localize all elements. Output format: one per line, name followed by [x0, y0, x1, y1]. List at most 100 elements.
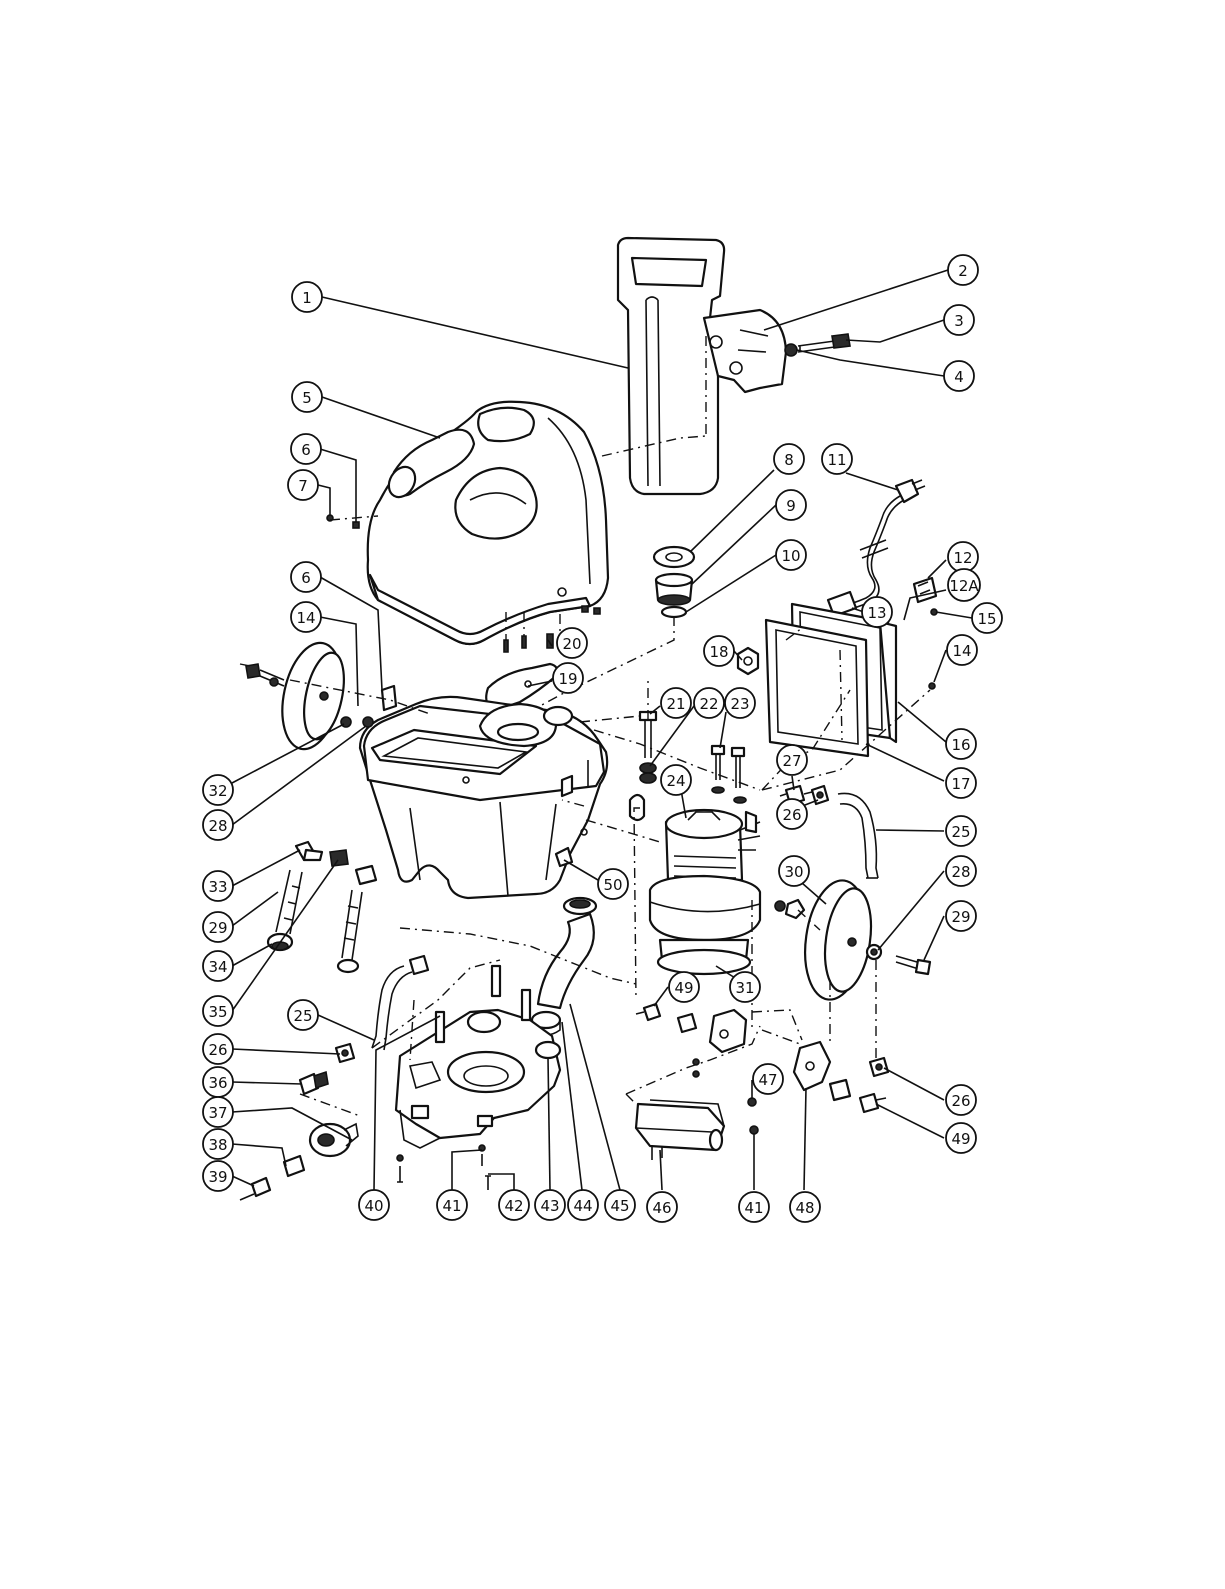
callout-number: 19 [558, 670, 577, 688]
callout-number: 3 [954, 312, 964, 330]
callout-number: 17 [951, 775, 970, 793]
part-recovery-tank [360, 697, 607, 898]
part-screws-41-42 [397, 1145, 491, 1190]
callout-number: 35 [208, 1003, 227, 1021]
callout-number: 46 [652, 1199, 671, 1217]
part-washer-22 [640, 763, 656, 783]
callout-number: 20 [562, 635, 581, 653]
callout-7: 7 [288, 470, 318, 500]
callout-number: 38 [208, 1136, 227, 1154]
part-fitting-49a [636, 1004, 660, 1020]
callout-19: 19 [553, 663, 583, 693]
callout-number: 1 [302, 289, 312, 307]
callout-31: 31 [730, 972, 760, 1002]
callout-number: 21 [666, 695, 685, 713]
part-hose-25b [372, 956, 428, 1050]
callout-number: 26 [782, 806, 801, 824]
part-clip-6b [382, 686, 396, 710]
callout-number: 50 [603, 876, 622, 894]
callout-37: 37 [203, 1097, 233, 1127]
callout-number: 8 [784, 451, 794, 469]
callout-10: 10 [776, 540, 806, 570]
callout-13: 13 [862, 597, 892, 627]
callout-44: 44 [568, 1190, 598, 1220]
callout-16: 16 [946, 729, 976, 759]
part-elbow-33 [296, 842, 322, 860]
callout-number: 6 [301, 569, 311, 587]
callout-25: 25 [288, 1000, 318, 1030]
part-axle-bolt-left [246, 664, 284, 686]
callout-22: 22 [694, 688, 724, 718]
part-nipple-36 [300, 1072, 328, 1094]
callout-5: 5 [292, 382, 322, 412]
callout-1: 1 [292, 282, 322, 312]
callout-number: 37 [208, 1104, 227, 1122]
callout-number: 12 [953, 549, 972, 567]
callout-30: 30 [779, 856, 809, 886]
part-fitting-49a-nut [678, 1014, 696, 1032]
callout-number: 13 [867, 604, 886, 622]
part-nut-47 [748, 1098, 756, 1106]
callout-12: 12 [948, 542, 978, 572]
callout-number: 22 [699, 695, 718, 713]
callout-28: 28 [946, 856, 976, 886]
part-wheel-right [798, 876, 877, 1003]
part-panel-gasket [766, 620, 868, 756]
callout-number: 45 [610, 1197, 629, 1215]
callout-number: 12A [949, 577, 979, 595]
part-switch [914, 578, 936, 602]
callout-number: 25 [293, 1007, 312, 1025]
part-hose-29 [276, 870, 302, 934]
callout-number: 48 [795, 1199, 814, 1217]
callout-49: 49 [946, 1123, 976, 1153]
callout-4: 4 [944, 361, 974, 391]
callout-number: 2 [958, 262, 968, 280]
callout-number: 18 [709, 643, 728, 661]
callout-number: 29 [951, 908, 970, 926]
callout-29: 29 [946, 901, 976, 931]
callout-number: 34 [208, 958, 227, 976]
part-connector-35 [330, 850, 348, 866]
part-fitting-26b [336, 1044, 354, 1062]
callout-38: 38 [203, 1129, 233, 1159]
callout-number: 24 [666, 772, 685, 790]
callout-number: 40 [364, 1197, 383, 1215]
callout-number: 14 [952, 642, 971, 660]
part-fitting-26c [870, 1058, 888, 1076]
callout-number: 10 [781, 547, 800, 565]
callout-29: 29 [203, 912, 233, 942]
callout-34: 34 [203, 951, 233, 981]
callout-15: 15 [972, 603, 1002, 633]
callout-number: 26 [951, 1092, 970, 1110]
callout-27: 27 [777, 745, 807, 775]
callout-21: 21 [661, 688, 691, 718]
callout-18: 18 [704, 636, 734, 666]
part-screw-14b [929, 683, 935, 689]
callout-number: 28 [208, 817, 227, 835]
callout-number: 5 [302, 389, 312, 407]
callout-number: 16 [951, 736, 970, 754]
callout-26: 26 [203, 1034, 233, 1064]
callout-number: 49 [951, 1130, 970, 1148]
part-intake-hose-45 [538, 898, 596, 1008]
callout-number: 11 [827, 451, 846, 469]
part-handle-washer [785, 344, 797, 356]
callout-number: 14 [296, 609, 315, 627]
part-bolt-23 [712, 746, 746, 803]
callout-26: 26 [946, 1085, 976, 1115]
callout-17: 17 [946, 768, 976, 798]
callout-number: 36 [208, 1074, 227, 1092]
part-base-43 [396, 1010, 560, 1148]
part-fitting-49b [830, 1080, 886, 1112]
callout-40: 40 [359, 1190, 389, 1220]
part-hood-cover [368, 402, 608, 644]
callout-number: 6 [301, 441, 311, 459]
callout-20: 20 [557, 628, 587, 658]
callout-number: 9 [786, 497, 796, 515]
callout-number: 44 [573, 1197, 592, 1215]
callout-number: 42 [504, 1197, 523, 1215]
callout-14: 14 [291, 602, 321, 632]
part-handle [618, 238, 786, 494]
